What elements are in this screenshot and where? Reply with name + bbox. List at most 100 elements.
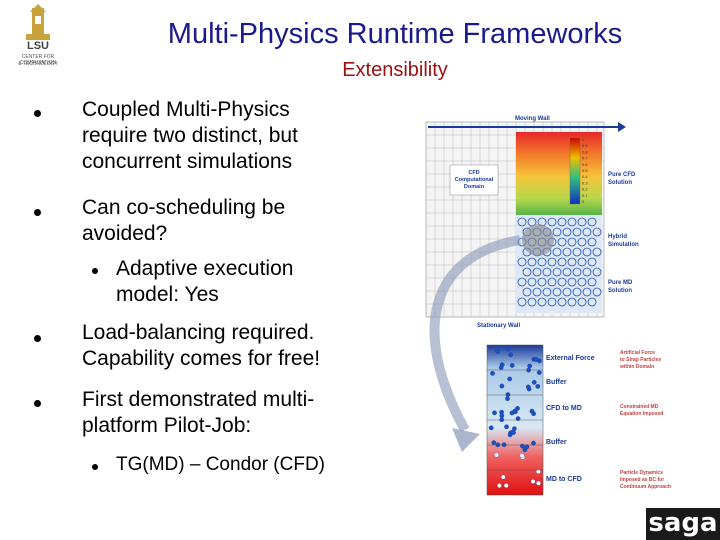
color-scale-value: 0.9 [582,143,588,148]
hybrid-label-2: Simulation [608,242,639,248]
note2-line2: Equation Imposed [620,411,663,417]
column-particle [515,416,521,421]
sub-bullet-item: TG(MD) – Condor (CFD) [116,452,325,478]
hybrid-simulation-figure: 10.90.80.70.60.50.40.30.20.10 Moving Wal… [425,116,671,496]
bullet-item: Load-balancing required. Capability come… [82,320,320,372]
md-particle [587,297,597,307]
md-particle [557,217,567,227]
md-particle [552,227,562,237]
md-particle [557,297,567,307]
bullet-dot [34,209,41,216]
column-particle [498,365,504,370]
bullet-dot [34,335,41,342]
column-particle [536,480,541,486]
md-particle [587,237,597,247]
column-particle [522,447,528,453]
sub-bullet-dot [92,268,98,274]
color-scale-value: 0.5 [582,168,588,173]
hybrid-label-1: Hybrid [608,234,627,240]
bullet-line: Load-balancing required. [82,321,315,344]
bullet-line: require two distinct, but [82,124,298,147]
note1-line2: to Strap Particles [620,357,661,363]
column-particle [491,440,497,446]
bullet-line: Adaptive execution [116,257,294,280]
md-particle [562,247,572,257]
column-particle [531,380,537,385]
column-particle [531,411,536,417]
md-particle [592,267,602,277]
bullet-dot [34,110,41,117]
md-particle [537,277,547,287]
bullet-item: First demonstrated multi- platform Pilot… [82,387,314,439]
column-particle [508,352,513,358]
note3-line2: Imposed as BC for [620,477,664,483]
md-particle [537,257,547,267]
md-particle [552,287,562,297]
bullet-line: platform Pilot-Job: [82,414,252,437]
md-particle [572,287,582,297]
md-particle [577,277,587,287]
column-particle [488,425,494,431]
md-particle [567,297,577,307]
bullet-line: TG(MD) – Condor (CFD) [116,454,326,475]
pure-cfd-label-2: Solution [608,180,632,186]
md-particle [582,267,592,277]
note1-line1: Artificial Force [620,350,655,356]
column-particle [495,349,501,354]
column-particle [495,442,501,448]
bullet-dot [34,400,41,407]
pure-cfd-label-1: Pure CFD [608,172,636,178]
column-particle [501,442,507,448]
md-particle [527,297,537,307]
md-particle [562,287,572,297]
md-particle [547,257,557,267]
md-particle [587,277,597,287]
md-particle [552,267,562,277]
md-particle [592,287,602,297]
md-particle [577,257,587,267]
md-particle [592,227,602,237]
column-particle [527,363,533,369]
color-scale-value: 0.7 [582,156,588,161]
md-particle [557,277,567,287]
note1-line3: within Domain [619,364,654,370]
color-scale-value: 0.8 [582,149,588,154]
bullet-line: First demonstrated multi- [82,388,315,411]
column-particle [505,396,510,401]
bullet-line: model: Yes [116,283,219,306]
md-particle [547,217,557,227]
md-particle [532,287,542,297]
cfd-to-md-label: CFD to MD [546,405,582,412]
md-particle [522,287,532,297]
column-particle [511,430,516,435]
color-scale-value: 0.3 [582,180,588,185]
bullet-item: Can co-scheduling be avoided? [82,195,285,247]
zoom-spot [522,224,554,256]
color-scale [569,137,581,205]
column-particle [509,363,515,368]
md-particle [587,257,597,267]
md-particle [572,227,582,237]
column-particle [535,384,541,389]
cfd-domain-label-1: CFD [468,170,479,176]
logo-sub2: & TECHNOLOGY [18,61,58,67]
pure-md-label-2: Solution [608,288,632,294]
column-particle [500,474,506,480]
column-particle [494,452,499,458]
md-particle [522,267,532,277]
column-particle [499,383,505,389]
md-particle [567,257,577,267]
buffer-label-2: Buffer [546,439,567,446]
md-particle [562,267,572,277]
column-particle [504,424,509,430]
saga-logo: saga [646,508,720,540]
bullet-line: Coupled Multi-Physics [82,98,290,121]
md-particle [567,237,577,247]
column-particle [531,440,536,446]
moving-wall-label: Moving Wall [515,116,550,122]
cfd-domain-label-2: Computational [455,177,494,183]
color-scale-value: 0 [582,199,585,204]
sub-bullet-dot [92,464,98,470]
sub-bullet-item: Adaptive execution model: Yes [116,256,293,308]
tower-icon [26,4,50,40]
